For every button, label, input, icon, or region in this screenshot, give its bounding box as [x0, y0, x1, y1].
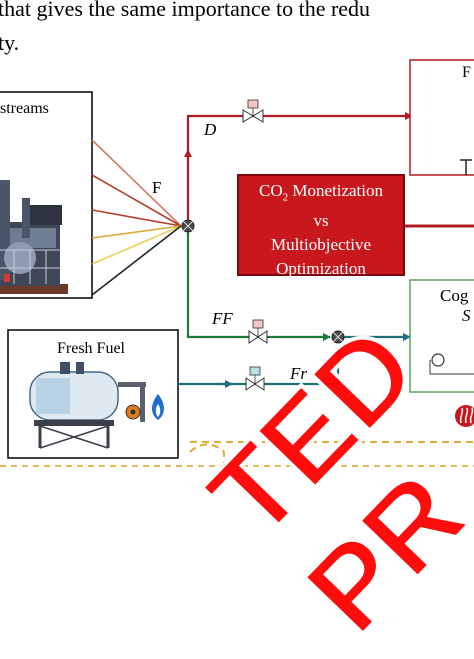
flow-meter-icon — [429, 353, 474, 375]
cogeneration-label: Cog — [440, 286, 469, 305]
cogeneration-sub-label: S — [462, 306, 471, 325]
cogeneration-box — [409, 279, 474, 393]
co2-title: CO2 Monetization — [258, 181, 384, 204]
stream-FF-label: FF — [212, 309, 233, 328]
stream-rays — [91, 139, 182, 296]
splitter-valve-icon[interactable] — [181, 219, 195, 233]
co2-multiobjective: Multiobjective — [270, 235, 372, 255]
valve-Fr-icon[interactable] — [245, 366, 265, 391]
streams-box-label: streams — [0, 100, 49, 117]
stream-D-line — [186, 112, 413, 220]
co2-vs: vs — [313, 211, 329, 231]
fresh-fuel-label: Fresh Fuel — [57, 340, 125, 357]
heat-icon — [455, 405, 474, 427]
stream-Fr-label: Fr — [290, 364, 307, 383]
stream-F-label: F — [152, 178, 162, 197]
storage-tank-icon — [29, 362, 146, 449]
refinery-icon — [0, 180, 68, 294]
flame-icon — [152, 394, 164, 420]
co2-monetization-box: CO2 Monetization vs Multiobjective Optim… — [237, 174, 405, 278]
right-top-box-label: F — [462, 64, 471, 81]
pump-icon — [125, 404, 141, 420]
co2-optimization: Optimization — [276, 259, 366, 279]
right-top-box — [409, 59, 474, 176]
stream-FF-line — [186, 232, 331, 341]
header-line-1: that gives the same importance to the re… — [0, 0, 371, 21]
valve-D-icon[interactable] — [242, 99, 264, 123]
mixer-valve-icon[interactable] — [331, 330, 345, 344]
valve-FF-icon[interactable] — [248, 319, 268, 344]
stream-D-label: D — [204, 120, 217, 139]
header-line-2: ty. — [0, 30, 20, 55]
